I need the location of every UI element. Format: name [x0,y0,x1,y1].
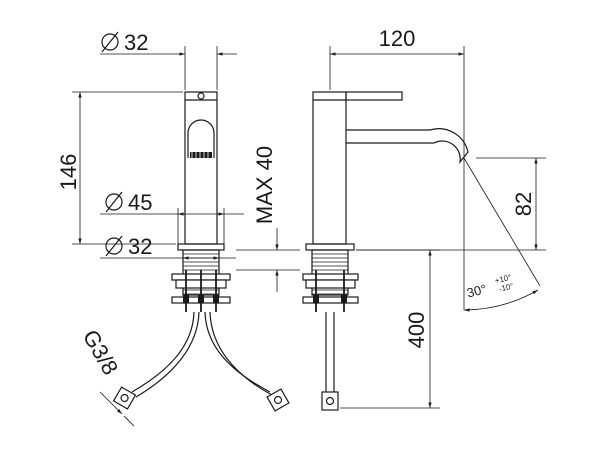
angle-label: 30° +10° -10° [465,273,515,301]
outlet-opening [187,119,215,158]
label-height-146: 146 [56,154,81,191]
label-angle-plus: +10° [494,273,512,286]
label-hose-length: 400 [404,312,429,349]
side-hose-nut [321,391,339,411]
label-diameter-32-base: 32 [128,234,152,259]
label-angle-minus: -10° [498,281,515,293]
diameter-symbol-top [101,31,119,53]
diameter-symbol-32-base [105,235,123,257]
side-shank [311,249,349,296]
diameter-symbol-45 [105,191,123,213]
spout [346,128,469,165]
label-thread: G3/8 [78,325,124,379]
label-spout-reach: 120 [379,26,416,51]
hose-nut-right [266,388,290,412]
hose-nut-left [112,386,137,410]
aerator [190,152,212,158]
hose-right [204,311,271,393]
front-view [112,91,290,412]
label-max-40: MAX 40 [252,146,277,224]
side-flange [305,243,355,251]
label-spout-height: 82 [511,192,536,216]
label-top-diameter: 32 [124,30,148,55]
label-angle-main: 30° [465,281,488,300]
label-diameter-45: 45 [128,190,152,215]
handle-pin [197,92,205,100]
front-flange [177,243,225,251]
hose-left [131,311,195,393]
front-body [184,91,218,245]
lever-handle [345,91,403,101]
side-body [312,91,347,245]
dimension-lines [72,46,546,427]
side-view [302,91,469,411]
